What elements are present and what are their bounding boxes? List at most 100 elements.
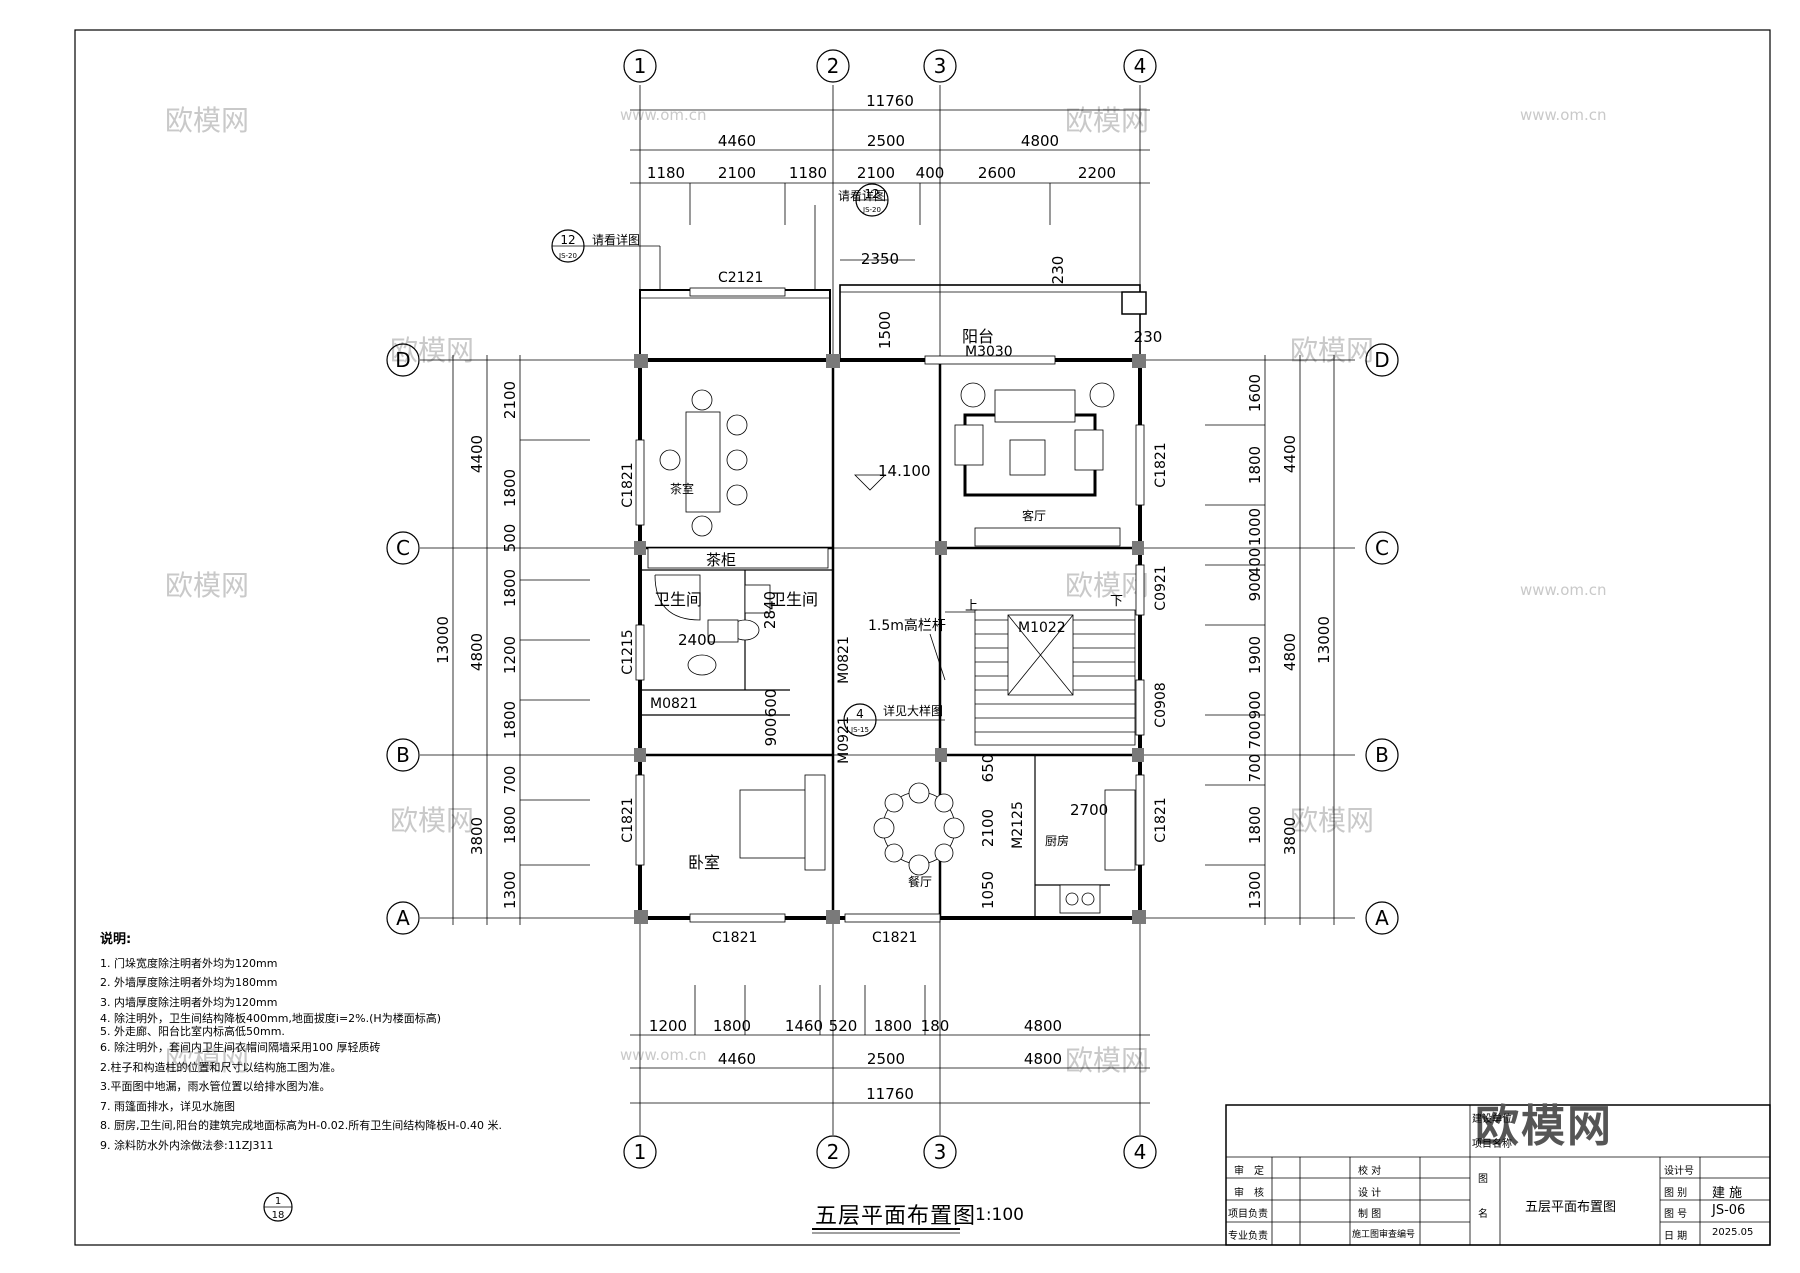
room-dining: 餐厅: [908, 874, 932, 889]
dim-top-fine: 2100: [857, 164, 895, 182]
dim-top-fine: 2100: [718, 164, 756, 182]
note-item: 7. 雨篷面排水，详见水施图: [100, 1099, 235, 1113]
axis-bubble-D-left: D: [386, 343, 420, 377]
dim-left-fine: 1800: [501, 569, 519, 607]
note-item: 2.柱子和构造柱的位置和尺寸以结构施工图为准。: [100, 1060, 342, 1074]
note-item: 9. 涂料防水外内涂做法参:11ZJ311: [100, 1138, 274, 1152]
dim-bottom-mid: 4800: [1024, 1050, 1062, 1068]
svg-text:3: 3: [934, 1140, 947, 1164]
dim-bottom-fine: 1460: [785, 1017, 823, 1035]
tb-name-label-2: 名: [1478, 1209, 1488, 1220]
elevation-label: 14.100: [878, 462, 931, 480]
tb-row4: 专业负责: [1228, 1231, 1268, 1242]
room-bathroom-1: 卫生间: [654, 590, 702, 609]
dim-left-fine: 1300: [501, 871, 519, 909]
dim-bath-2840: 2840: [761, 591, 779, 629]
dim-right-fine: 1900: [1246, 636, 1264, 674]
note-item: 4. 除注明外，卫生间结构降板400mm,地面拔度i=2%.(H为楼面标高): [100, 1012, 441, 1025]
dim-right-fine: 1800: [1246, 446, 1264, 484]
bottom-dimension-text: 1200 1800 1460 520 1800 180 4800 4460 25…: [649, 1017, 1062, 1103]
dim-left-fine: 1800: [501, 701, 519, 739]
tb-row2a: 审: [1234, 1188, 1244, 1199]
svg-text:2: 2: [827, 54, 840, 78]
tb-sheet: JS-06: [1712, 1203, 1746, 1218]
room-tea: 茶室: [670, 481, 694, 496]
axis-bubble-4-top: 4: [1123, 49, 1157, 83]
watermark: 欧模网: [165, 104, 249, 137]
drawing-border: [74, 29, 1771, 1246]
room-bedroom: 卧室: [688, 853, 720, 872]
dim-top-total: 11760: [866, 92, 914, 110]
tb-sheet-label: 图 号: [1664, 1209, 1688, 1220]
dim-left-fine: 700: [501, 766, 519, 795]
axis-bubble-C-left: C: [386, 531, 420, 565]
watermark-url: www.om.cn: [1520, 581, 1607, 599]
ref-bottom: 18: [272, 1210, 285, 1221]
bottom-dimension-lines: [630, 985, 1150, 1104]
top-dimension-text: 11760 4460 2500 4800 1180 2100 1180 2100…: [647, 92, 1162, 349]
right-dimension-lines: [1205, 355, 1335, 925]
dim-right-mid: 4400: [1281, 435, 1299, 473]
watermark-url: www.om.cn: [620, 106, 707, 124]
tb-category-label: 图 别: [1664, 1188, 1688, 1199]
railing-label: 1.5m高栏杆: [868, 617, 946, 634]
label-c1215: C1215: [620, 629, 636, 674]
svg-text:A: A: [396, 906, 410, 930]
title-block: [1225, 1104, 1771, 1246]
tb-row1b: 定: [1254, 1166, 1264, 1177]
axis-bubble-2-bottom: 2: [816, 1135, 850, 1169]
room-balcony: 阳台: [962, 327, 994, 346]
dim-left-mid: 4800: [468, 633, 486, 671]
dim-900: 900: [762, 718, 780, 747]
note-item: 8. 厨房,卫生间,阳台的建筑完成地面标高为H-0.02.所有卫生间结构降板H-…: [100, 1119, 502, 1132]
tb-draw: 制 图: [1358, 1209, 1382, 1220]
dim-top-mid: 4800: [1021, 132, 1059, 150]
axis-bubble-D-right: D: [1365, 343, 1399, 377]
dim-bottom-fine: 4800: [1024, 1017, 1062, 1035]
dim-600: 600: [762, 689, 780, 718]
dim-balcony-height: 1500: [876, 311, 894, 349]
axis-bubble-A-left: A: [386, 901, 420, 935]
svg-text:4: 4: [856, 707, 864, 721]
axis-bubble-A-right: A: [1365, 901, 1399, 935]
dim-650: 650: [979, 754, 997, 783]
dim-bottom-fine: 180: [921, 1017, 950, 1035]
note-item: 6. 除注明外，套间内卫生间衣帽间隔墙采用100 厚轻质砖: [100, 1041, 381, 1054]
tb-design-no-label: 设计号: [1664, 1166, 1694, 1177]
drawing-title: 五层平面布置图: [815, 1204, 977, 1229]
dim-left-fine: 1800: [501, 806, 519, 844]
dim-right-mid: 3800: [1281, 817, 1299, 855]
tb-category: 建 施: [1712, 1186, 1743, 1201]
dim-2100: 2100: [979, 809, 997, 847]
axis-bubble-4-bottom: 4: [1123, 1135, 1157, 1169]
svg-text:1: 1: [634, 1140, 647, 1164]
dim-1050: 1050: [979, 871, 997, 909]
note-item: 3. 内墙厚度除注明者外均为120mm: [100, 995, 278, 1009]
room-living: 客厅: [1022, 508, 1046, 523]
drawing-scale: 1:100: [975, 1205, 1024, 1225]
dim-bottom-fine: 520: [829, 1017, 858, 1035]
dim-top-fine: 400: [916, 164, 945, 182]
label-m2125: M2125: [1010, 801, 1026, 849]
windows: [635, 287, 1145, 923]
svg-text:1: 1: [634, 54, 647, 78]
inner-dimensions: 2400 2840 900 600 2700 650 2100 1050: [678, 591, 1108, 909]
dim-bottom-fine: 1800: [713, 1017, 751, 1035]
left-dimension-lines: [452, 355, 590, 925]
dim-left-mid: 3800: [468, 817, 486, 855]
dim-right-fine: 1800: [1246, 806, 1264, 844]
svg-text:4: 4: [1134, 1140, 1147, 1164]
room-kitchen: 厨房: [1045, 833, 1069, 848]
dim-right-fine: 700: [1246, 721, 1264, 750]
svg-text:4: 4: [1134, 54, 1147, 78]
axis-bubble-3-bottom: 3: [923, 1135, 957, 1169]
dim-bottom-mid: 2500: [867, 1050, 905, 1068]
tb-unit: 建设单位: [1472, 1114, 1512, 1125]
room-bathroom-2: 卫生间: [770, 590, 818, 609]
note-item: 1. 门垛宽度除注明者外均为120mm: [100, 956, 278, 970]
label-c0908: C0908: [1153, 682, 1169, 727]
svg-text:JS-20: JS-20: [558, 252, 577, 260]
axis-bubble-B-left: B: [386, 738, 420, 772]
dim-left-fine: 1200: [501, 636, 519, 674]
notes-ref-symbol: 1 18: [263, 1192, 293, 1222]
